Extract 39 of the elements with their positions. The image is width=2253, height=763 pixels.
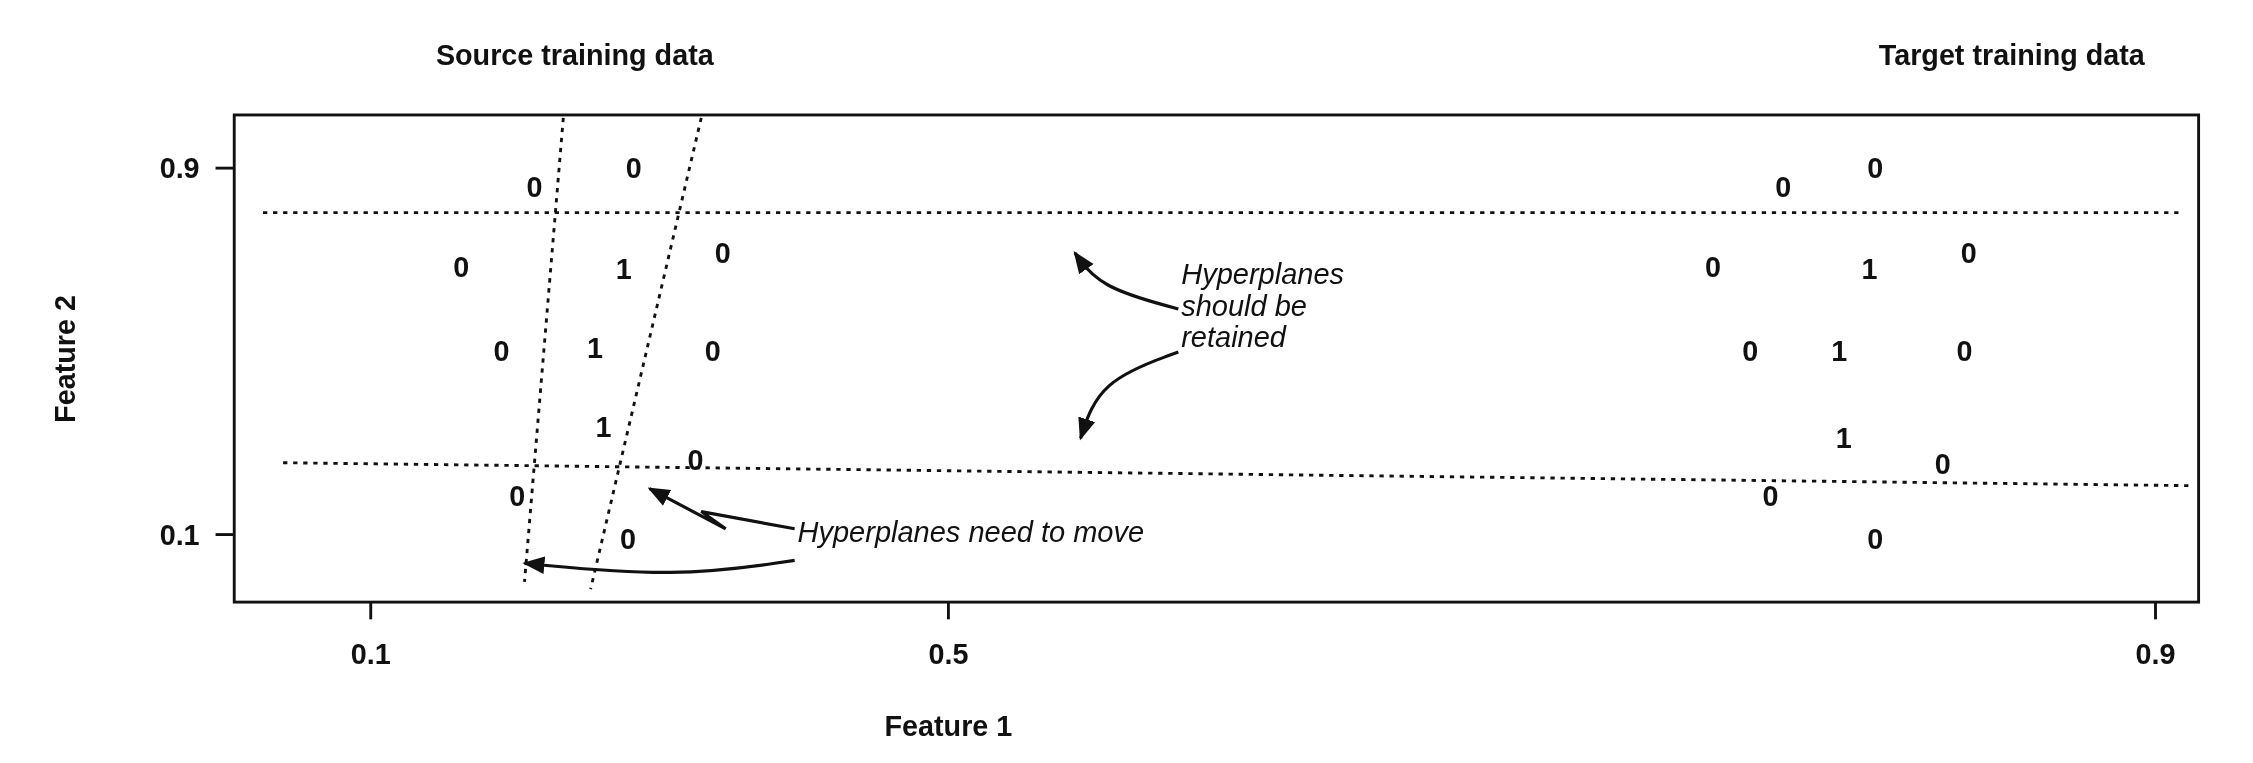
data-point-label: 0 [687, 445, 704, 475]
axis-title: Feature 1 [884, 711, 1013, 741]
data-point-label: 0 [625, 153, 642, 183]
data-point-label: 1 [595, 412, 612, 442]
data-point-label: 0 [1762, 481, 1779, 511]
data-point-label: 0 [526, 172, 543, 202]
data-point-label: 1 [586, 333, 603, 363]
data-point-label: 0 [1867, 524, 1884, 554]
panel-title: Target training data [1878, 40, 2145, 69]
data-point-label: 1 [1861, 254, 1878, 284]
data-point-label: 0 [1956, 336, 1973, 365]
data-point-label: 0 [1704, 252, 1721, 282]
data-point-label: 0 [620, 524, 636, 554]
data-point-label: 1 [1831, 336, 1848, 365]
leader-arrow [1073, 251, 1179, 311]
data-point-label: 1 [1835, 423, 1852, 453]
data-point-label: 0 [493, 336, 510, 365]
axis-title: Feature 2 [50, 295, 79, 424]
annotation-text: Hyperplanes need to move [797, 517, 1272, 550]
data-point-label: 0 [453, 252, 470, 282]
data-point-label: 0 [704, 336, 721, 365]
data-point-label: 0 [1960, 238, 1977, 268]
panel-title: Source training data [435, 40, 714, 69]
data-point-label: 0 [509, 481, 526, 511]
data-point-label: 0 [1934, 449, 1951, 479]
data-point-label: 0 [1775, 172, 1792, 202]
leader-arrow [647, 487, 795, 531]
tick-label: 0.9 [2135, 639, 2176, 669]
tick-label: 0.1 [159, 520, 200, 549]
data-point-label: 0 [1742, 336, 1759, 365]
leader-arrow [522, 556, 795, 574]
tick-label: 0.5 [928, 639, 969, 669]
tick-label: 0.1 [350, 639, 391, 669]
data-point-label: 0 [1867, 153, 1884, 183]
leader-arrow [1078, 350, 1179, 441]
data-point-label: 0 [714, 238, 731, 268]
data-point-label: 1 [615, 254, 632, 284]
annotation-text: Hyperplanes should be retained [1181, 258, 1397, 355]
tick-label: 0.9 [159, 153, 200, 183]
